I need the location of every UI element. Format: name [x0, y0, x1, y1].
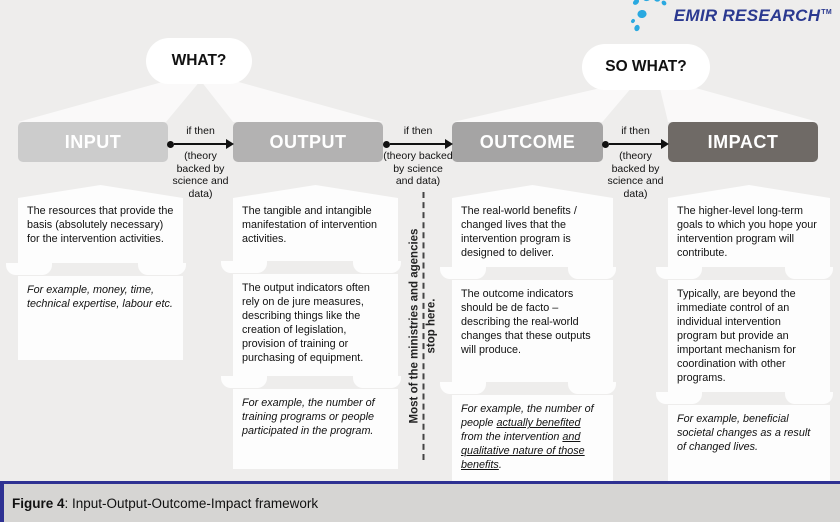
- impact-example-box: For example, beneficial societal changes…: [656, 392, 833, 484]
- arrow-right-icon: [383, 139, 453, 149]
- connector-input-output: if then (theory backed by science and da…: [167, 125, 234, 200]
- output-column: The tangible and intangible manifestatio…: [221, 185, 401, 469]
- ministries-stop-here-divider: Most of the ministries and agencies stop…: [396, 192, 450, 460]
- figure-caption-text: : Input-Output-Outcome-Impact framework: [64, 495, 319, 511]
- input-description-box: The resources that provide the basis (ab…: [18, 185, 183, 263]
- impact-column: The higher-level long-term goals to whic…: [656, 185, 833, 484]
- arrow-line: [174, 143, 226, 145]
- impact-header: IMPACT: [668, 122, 818, 162]
- arrow-head: [445, 139, 453, 149]
- connector-label-top: if then: [621, 125, 650, 137]
- arrow-head: [661, 139, 669, 149]
- arrow-right-icon: [167, 139, 234, 149]
- output-description-box: The tangible and intangible manifestatio…: [233, 185, 398, 261]
- impact-description-box: The higher-level long-term goals to whic…: [668, 185, 830, 268]
- connector-outcome-impact: if then (theory backed by science and da…: [602, 125, 669, 200]
- output-header: OUTPUT: [233, 122, 383, 162]
- output-indicators-box: The output indicators often rely on de j…: [221, 261, 401, 376]
- so-what-bubble: SO WHAT?: [582, 44, 710, 90]
- what-funnel-right: [201, 82, 383, 122]
- outcome-example-underlined: actually benefited: [496, 417, 581, 430]
- so-what-funnel-right: [659, 88, 818, 122]
- arrow-line: [609, 143, 661, 145]
- outcome-column: The real-world benefits / changed lives …: [440, 185, 616, 482]
- emir-research-logo: EMIR RESEARCHTM: [628, 0, 832, 32]
- divider-line-2: stop here.: [425, 298, 438, 354]
- connector-label-top: if then: [403, 125, 433, 137]
- arrow-dot: [602, 140, 609, 148]
- outcome-example-underlined: and qualitative nature of those benefits: [461, 431, 585, 472]
- so-what-funnel-left: [453, 88, 632, 122]
- arrow-dot: [383, 140, 390, 148]
- connector-output-outcome: if then (theory backed by science and da…: [383, 125, 453, 188]
- figure-caption-label: Figure 4: [12, 495, 65, 511]
- arrow-line: [390, 143, 445, 145]
- impact-control-box: Typically, are beyond the immediate cont…: [656, 267, 833, 393]
- arrow-head: [226, 139, 234, 149]
- what-funnel-left: [18, 82, 200, 122]
- outcome-description-box: The real-world benefits / changed lives …: [452, 185, 613, 268]
- outcome-example-segment: .: [498, 459, 502, 472]
- outcome-example-segment: from the intervention: [461, 431, 563, 444]
- input-column: The resources that provide the basis (ab…: [6, 185, 186, 360]
- outcome-example-box: For example, the number of people actual…: [440, 382, 616, 482]
- outcome-header: OUTCOME: [452, 122, 603, 162]
- divider-rotated-text: Most of the ministries and agencies stop…: [408, 192, 438, 460]
- input-example-box: For example, money, time, technical expe…: [6, 263, 186, 360]
- input-header: INPUT: [18, 122, 168, 162]
- trademark-symbol: TM: [821, 9, 832, 17]
- connector-label-bottom: (theory backed by science and data): [383, 150, 453, 187]
- figure-caption: Figure 4: Input-Output-Outcome-Impact fr…: [0, 481, 840, 522]
- logo-dots-icon: [630, 0, 667, 32]
- what-bubble: WHAT?: [146, 38, 252, 84]
- arrow-dot: [167, 140, 174, 148]
- divider-line-1: Most of the ministries and agencies: [408, 192, 425, 460]
- outcome-indicators-box: The outcome indicators should be de fact…: [440, 267, 616, 383]
- connector-label-top: if then: [186, 125, 215, 137]
- arrow-right-icon: [602, 139, 669, 149]
- output-example-box: For example, the number of training prog…: [221, 376, 401, 469]
- connector-label-bottom: (theory backed by science and data): [607, 150, 664, 200]
- connector-label-bottom: (theory backed by science and data): [172, 150, 229, 200]
- logo-wordmark: EMIR RESEARCHTM: [673, 6, 832, 25]
- outcome-example-segment: For example, the number of people: [461, 403, 594, 430]
